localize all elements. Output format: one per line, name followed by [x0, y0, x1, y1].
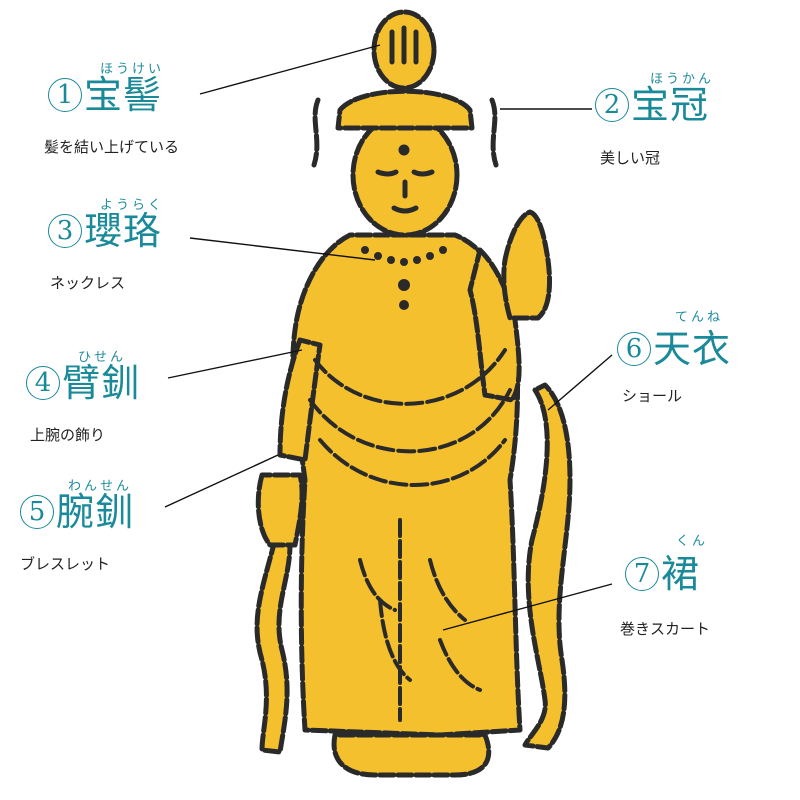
- label-title: 6 天衣: [617, 330, 731, 368]
- number-badge: 4: [26, 366, 60, 400]
- label-reading: ほうけい: [100, 62, 165, 77]
- label-title: 3 瓔珞: [48, 212, 162, 250]
- label-reading: てんね: [675, 310, 724, 325]
- label-title: 2 宝冠: [595, 86, 709, 124]
- crown-ribbon-left: [311, 97, 321, 168]
- leader-line-1: [199, 44, 381, 95]
- right-shawl: [522, 382, 573, 751]
- number-badge: 6: [617, 332, 651, 366]
- label-kanji: 腕釧: [56, 490, 135, 534]
- left-arm: [277, 337, 323, 463]
- label-title: 4 臂釧: [26, 364, 140, 402]
- label-title: 7 裙: [625, 555, 700, 593]
- crown: [335, 88, 475, 131]
- left-hand: [255, 472, 305, 548]
- crown-ribbon-right: [489, 97, 499, 168]
- label-reading: わんせん: [68, 479, 133, 494]
- leader-line-3: [189, 237, 376, 261]
- label-kanji: 臂釧: [62, 361, 141, 405]
- number-badge: 2: [595, 88, 629, 122]
- label-reading: ようらく: [100, 198, 165, 213]
- left-shawl: [254, 537, 293, 755]
- raised-hand: [501, 209, 553, 321]
- label-description: 巻きスカート: [620, 620, 711, 638]
- label-title: 5 腕釧: [20, 493, 134, 531]
- label-kanji: 瓔珞: [84, 209, 163, 253]
- label-description: ブレスレット: [20, 555, 111, 573]
- number-badge: 5: [20, 495, 54, 529]
- label-kanji: 宝髻: [84, 73, 163, 117]
- label-reading: くん: [676, 534, 709, 549]
- leader-line-7: [442, 583, 613, 631]
- label-kanji: 宝冠: [631, 83, 710, 127]
- label-description: ショール: [622, 387, 683, 405]
- label-reading: ひせん: [78, 350, 127, 365]
- label-reading: ほうかん: [650, 72, 715, 87]
- label-description: ネックレス: [50, 274, 126, 292]
- number-badge: 1: [48, 78, 82, 112]
- label-description: 髪を結い上げている: [44, 138, 180, 156]
- label-title: 1 宝髻: [48, 76, 162, 114]
- leader-line-5: [164, 454, 279, 508]
- label-description: 上腕の飾り: [30, 426, 106, 444]
- leader-line-4: [167, 349, 303, 379]
- number-badge: 7: [625, 557, 659, 591]
- feet: [331, 732, 492, 778]
- label-kanji: 裙: [661, 552, 701, 596]
- label-kanji: 天衣: [653, 327, 732, 371]
- leader-line-6: [547, 354, 613, 411]
- number-badge: 3: [48, 214, 82, 248]
- face: [350, 112, 460, 238]
- label-description: 美しい冠: [600, 149, 661, 167]
